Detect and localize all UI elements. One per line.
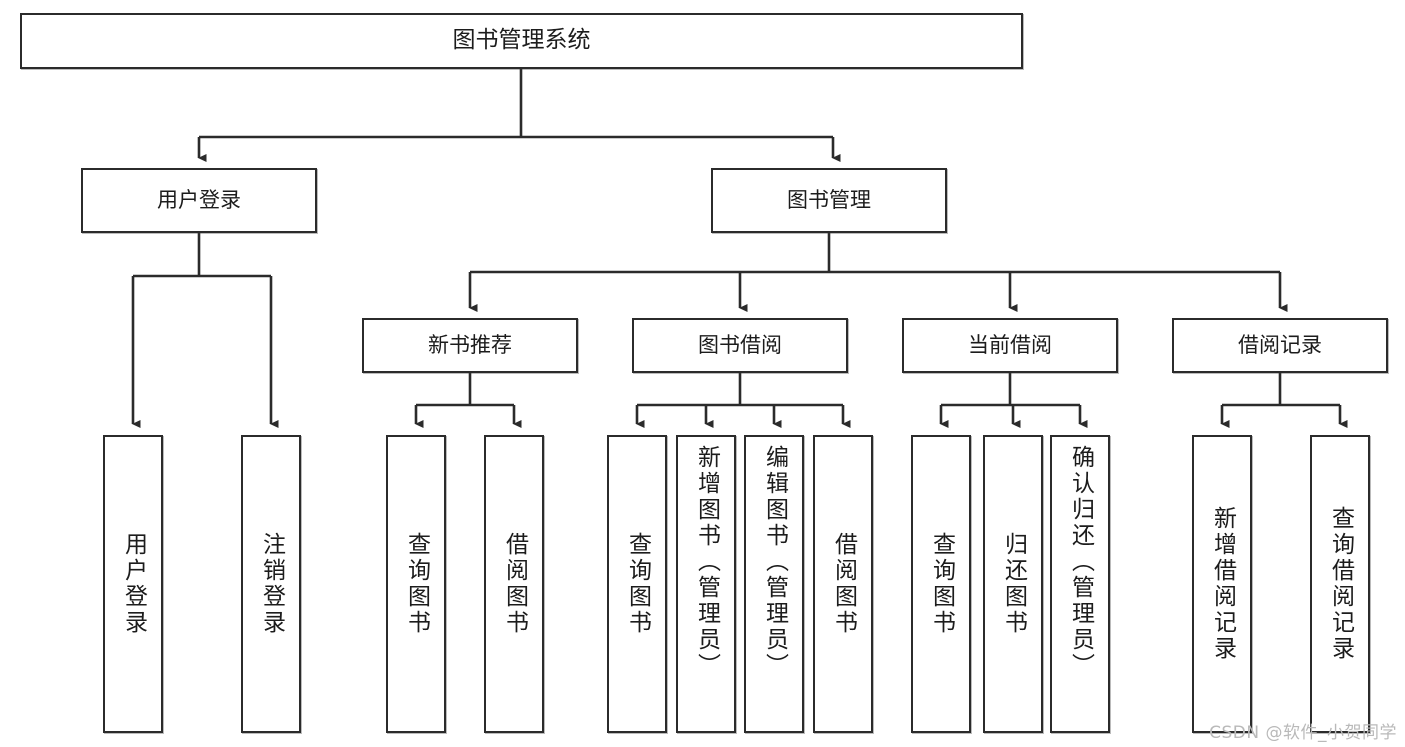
node-root-system[interactable]: 图书管理系统 bbox=[20, 13, 1023, 69]
node-leaf-query-book-2[interactable]: 查询图书 bbox=[607, 435, 667, 733]
node-label-leaf-borrow-book-1: 借阅图书 bbox=[501, 532, 528, 636]
node-label-book-management: 图书管理 bbox=[787, 188, 871, 213]
node-label-leaf-return-book: 归还图书 bbox=[1000, 532, 1027, 636]
node-label-current-borrow: 当前借阅 bbox=[968, 333, 1052, 358]
node-label-leaf-user-login: 用户登录 bbox=[120, 532, 147, 636]
node-leaf-user-login[interactable]: 用户登录 bbox=[103, 435, 163, 733]
node-label-new-book-recommend: 新书推荐 bbox=[428, 333, 512, 358]
node-label-leaf-edit-book-admin: 编辑图书（管理员） bbox=[761, 445, 788, 679]
node-leaf-query-borrow-record[interactable]: 查询借阅记录 bbox=[1310, 435, 1370, 733]
node-label-user-login: 用户登录 bbox=[157, 188, 241, 213]
node-leaf-add-borrow-record[interactable]: 新增借阅记录 bbox=[1192, 435, 1252, 733]
node-leaf-query-book-3[interactable]: 查询图书 bbox=[911, 435, 971, 733]
node-label-leaf-logout: 注销登录 bbox=[258, 532, 285, 636]
node-leaf-query-book-1[interactable]: 查询图书 bbox=[386, 435, 446, 733]
csdn-watermark: CSDN @软件_小贺同学 bbox=[1209, 723, 1397, 743]
node-new-book-recommend[interactable]: 新书推荐 bbox=[362, 318, 578, 373]
node-user-login[interactable]: 用户登录 bbox=[81, 168, 317, 233]
node-label-leaf-query-book-3: 查询图书 bbox=[928, 532, 955, 636]
node-leaf-confirm-return-admin[interactable]: 确认归还（管理员） bbox=[1050, 435, 1110, 733]
node-leaf-borrow-book-2[interactable]: 借阅图书 bbox=[813, 435, 873, 733]
node-leaf-logout[interactable]: 注销登录 bbox=[241, 435, 301, 733]
node-borrow-record[interactable]: 借阅记录 bbox=[1172, 318, 1388, 373]
node-label-leaf-add-book-admin: 新增图书（管理员） bbox=[693, 445, 720, 679]
node-label-leaf-confirm-return-admin: 确认归还（管理员） bbox=[1067, 445, 1094, 679]
node-leaf-edit-book-admin[interactable]: 编辑图书（管理员） bbox=[744, 435, 804, 733]
node-current-borrow[interactable]: 当前借阅 bbox=[902, 318, 1118, 373]
node-book-management[interactable]: 图书管理 bbox=[711, 168, 947, 233]
node-label-leaf-query-borrow-record: 查询借阅记录 bbox=[1327, 506, 1354, 662]
node-leaf-return-book[interactable]: 归还图书 bbox=[983, 435, 1043, 733]
node-leaf-borrow-book-1[interactable]: 借阅图书 bbox=[484, 435, 544, 733]
node-label-leaf-query-book-1: 查询图书 bbox=[403, 532, 430, 636]
node-label-leaf-query-book-2: 查询图书 bbox=[624, 532, 651, 636]
node-leaf-add-book-admin[interactable]: 新增图书（管理员） bbox=[676, 435, 736, 733]
node-label-borrow-record: 借阅记录 bbox=[1238, 333, 1322, 358]
node-label-leaf-borrow-book-2: 借阅图书 bbox=[830, 532, 857, 636]
node-book-borrow[interactable]: 图书借阅 bbox=[632, 318, 848, 373]
node-label-root: 图书管理系统 bbox=[452, 27, 591, 54]
node-label-leaf-add-borrow-record: 新增借阅记录 bbox=[1209, 506, 1236, 662]
node-label-book-borrow: 图书借阅 bbox=[698, 333, 782, 358]
